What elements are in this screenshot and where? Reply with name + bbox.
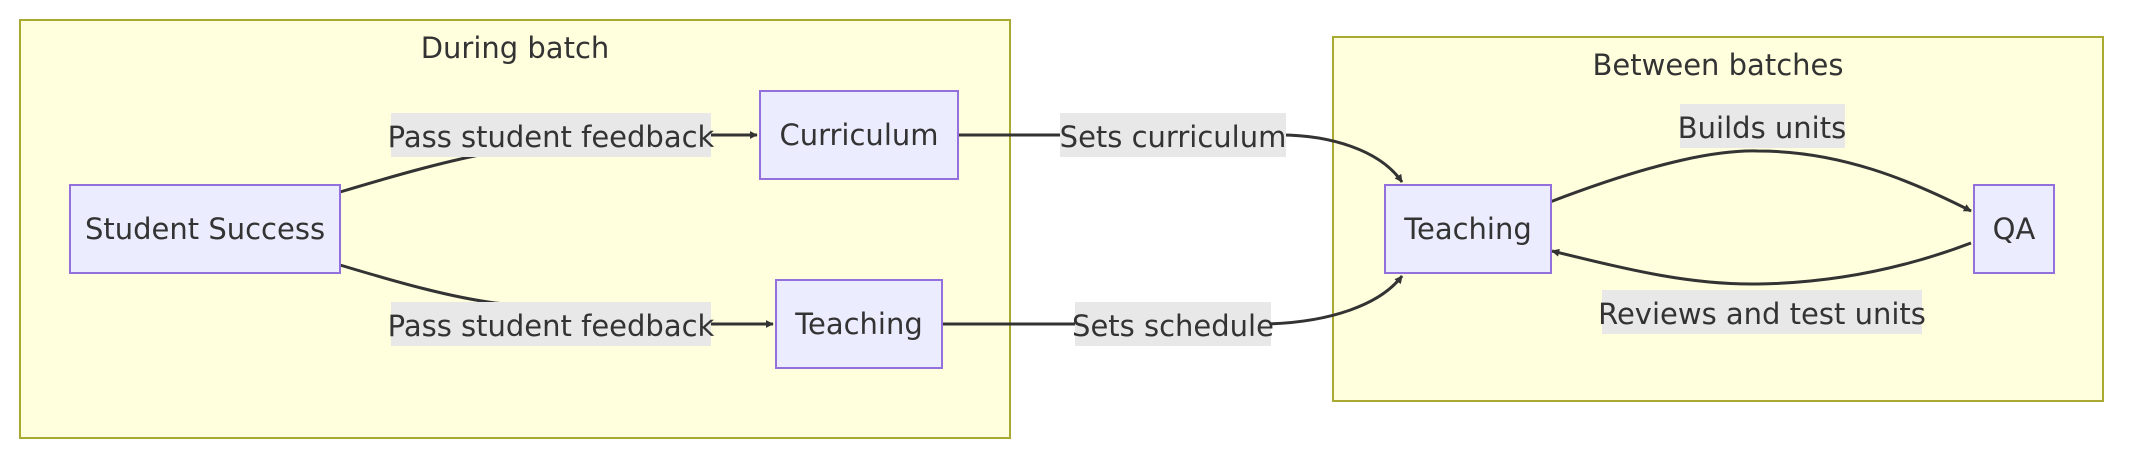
node-teaching-during-label: Teaching xyxy=(794,307,923,341)
node-teaching-between: Teaching xyxy=(1384,184,1552,274)
node-teaching-between-box xyxy=(1384,184,1552,274)
edge-label-bg xyxy=(391,113,711,157)
edge-reviews-units xyxy=(1551,241,1972,286)
node-teaching-between-label: Teaching xyxy=(1403,212,1532,246)
edge-label-builds-units: Builds units xyxy=(1678,104,1846,148)
edge-label-text: Reviews and test units xyxy=(1598,297,1926,331)
edge-label-text: Pass student feedback xyxy=(388,309,715,343)
edge-label-bg xyxy=(1602,290,1922,334)
edge-label-reviews-units: Reviews and test units xyxy=(1598,290,1926,334)
edge-builds-units xyxy=(1549,149,1972,213)
node-teaching-during-box xyxy=(775,279,943,369)
edge-label-bg xyxy=(1075,302,1271,346)
edge-label-sets-curriculum: Sets curriculum xyxy=(1060,113,1287,157)
edge-label-feedback-curriculum: Pass student feedback xyxy=(388,113,715,157)
node-qa-label: QA xyxy=(1993,212,2036,246)
edge-label-sets-schedule: Sets schedule xyxy=(1072,302,1274,346)
node-student-success-box xyxy=(69,184,341,274)
node-curriculum-box xyxy=(759,90,959,180)
node-teaching-during: Teaching xyxy=(775,279,943,369)
node-qa: QA xyxy=(1973,184,2055,274)
edge-label-text: Pass student feedback xyxy=(388,120,715,154)
edge-label-text: Sets curriculum xyxy=(1060,120,1287,154)
edge-label-bg xyxy=(1680,104,1845,148)
edge-label-bg xyxy=(1060,113,1286,157)
edge-label-text: Builds units xyxy=(1678,111,1846,145)
node-student-success: Student Success xyxy=(69,184,341,274)
cluster-between-batches-title: Between batches xyxy=(1593,48,1844,82)
edge-label-feedback-teaching: Pass student feedback xyxy=(388,302,715,346)
node-student-success-label: Student Success xyxy=(85,212,325,246)
node-curriculum: Curriculum xyxy=(759,90,959,180)
node-curriculum-label: Curriculum xyxy=(779,118,938,152)
cluster-during-batch-title: During batch xyxy=(421,31,610,65)
edge-label-text: Sets schedule xyxy=(1072,309,1274,343)
edge-label-bg xyxy=(391,302,711,346)
node-qa-box xyxy=(1973,184,2055,274)
